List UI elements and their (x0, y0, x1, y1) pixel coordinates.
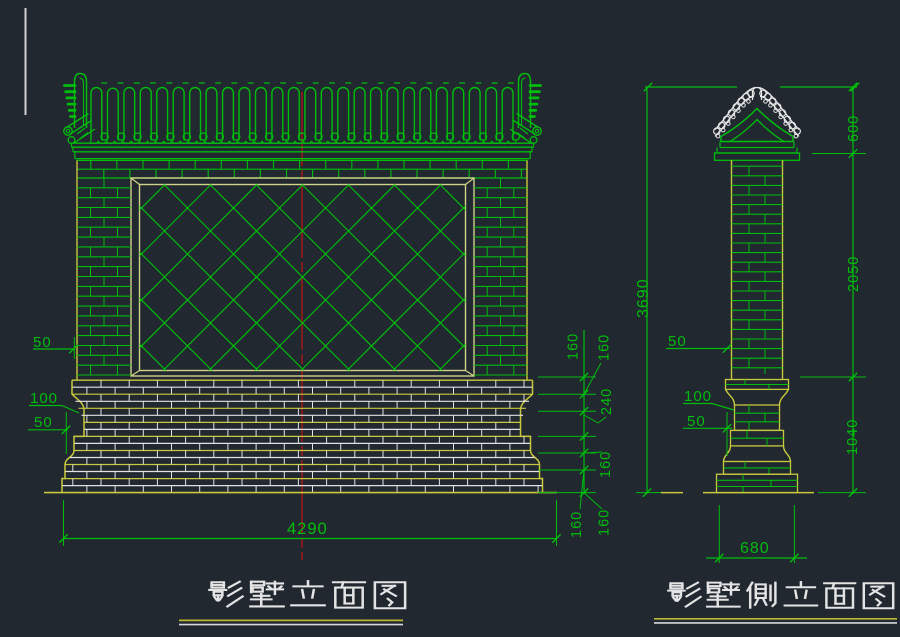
svg-text:50: 50 (687, 413, 706, 430)
svg-text:100: 100 (684, 388, 712, 405)
svg-text:160: 160 (569, 511, 585, 538)
svg-text:680: 680 (740, 540, 770, 557)
svg-text:50: 50 (668, 333, 687, 350)
svg-text:160: 160 (597, 334, 613, 361)
svg-text:160: 160 (566, 333, 582, 360)
svg-text:100: 100 (30, 390, 58, 407)
svg-text:3690: 3690 (635, 278, 652, 318)
svg-text:240: 240 (599, 388, 615, 415)
svg-text:50: 50 (33, 334, 52, 351)
svg-text:600: 600 (846, 115, 862, 142)
svg-text:1040: 1040 (845, 419, 861, 455)
svg-text:2050: 2050 (846, 256, 862, 292)
svg-text:4290: 4290 (287, 520, 328, 538)
svg-text:160: 160 (597, 509, 613, 536)
svg-text:160: 160 (598, 451, 614, 478)
svg-text:50: 50 (34, 414, 53, 431)
